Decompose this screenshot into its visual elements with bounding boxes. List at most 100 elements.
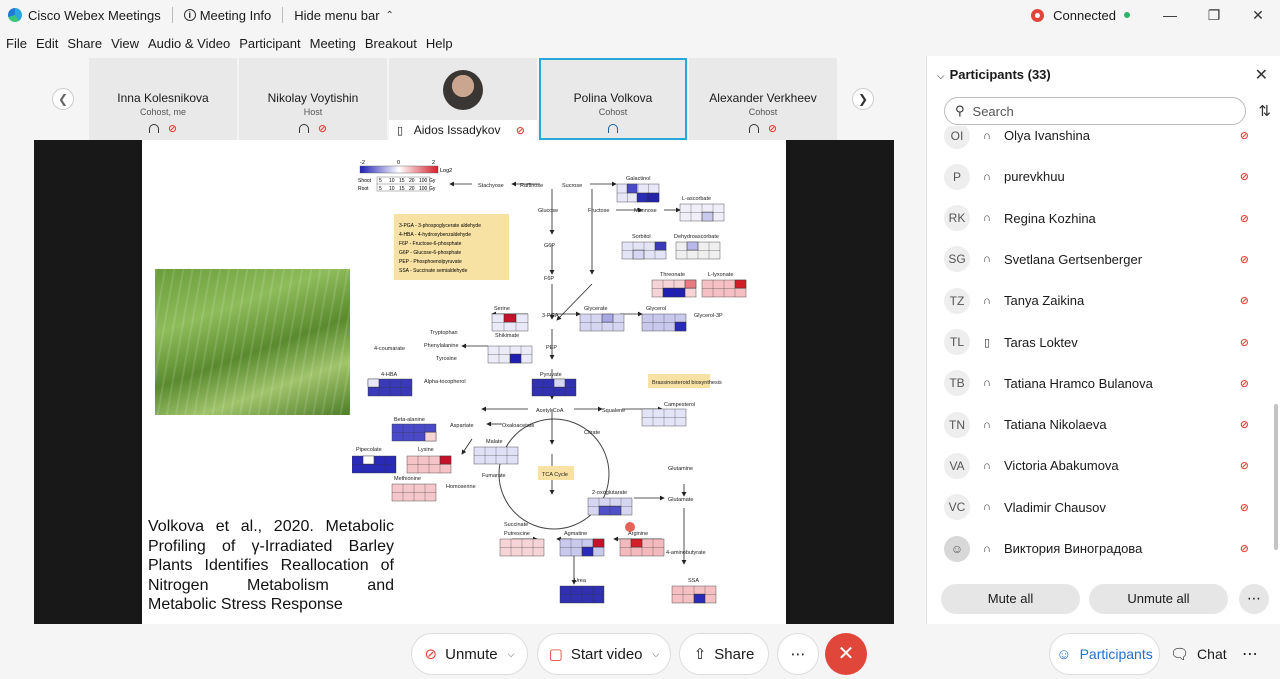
svg-text:Aspartate: Aspartate: [450, 423, 474, 429]
close-panel-button[interactable]: ✕: [1255, 65, 1268, 85]
start-video-button[interactable]: ▢ Start video ⌵: [537, 633, 671, 675]
chevron-down-icon[interactable]: ⌵: [652, 648, 660, 659]
chevron-down-icon: ⌵: [937, 71, 945, 82]
menu-file[interactable]: File: [6, 35, 27, 51]
mic-muted-icon[interactable]: ⊘: [1239, 212, 1249, 225]
participant-name: Taras Loktev: [1004, 334, 1078, 350]
close-window-button[interactable]: ✕: [1252, 6, 1264, 23]
video-strip: ❮ Inna Kolesnikova Cohost, me ⊘ Nikolay …: [0, 56, 926, 140]
svg-text:4-coumarate: 4-coumarate: [374, 346, 405, 352]
menu-audio-video[interactable]: Audio & Video: [148, 35, 231, 51]
svg-text:Galactinol: Galactinol: [626, 176, 650, 182]
svg-text:Lysine: Lysine: [418, 447, 434, 453]
participant-row[interactable]: ☺∩Виктория Виноградова⊘: [927, 528, 1273, 569]
participant-row[interactable]: TB∩Tatiana Hramco Bulanova⊘: [927, 363, 1273, 404]
slide-citation: Volkova et al., 2020. Metabolic Profilin…: [148, 518, 394, 613]
participant-name: Olya Ivanshina: [1004, 128, 1090, 143]
video-tile-alexander[interactable]: Alexander Verkheev Cohost ⊘: [689, 58, 837, 140]
video-tile-nikolay[interactable]: Nikolay Voytishin Host ⊘: [239, 58, 387, 140]
headset-icon: ∩: [983, 501, 991, 514]
video-tile-inna[interactable]: Inna Kolesnikova Cohost, me ⊘: [89, 58, 237, 140]
mic-muted-icon[interactable]: ⊘: [1239, 295, 1249, 308]
svg-text:Pyruvate: Pyruvate: [540, 372, 562, 378]
more-options-button[interactable]: ⋯: [777, 633, 819, 675]
person-avatar-icon: ☺: [944, 535, 970, 562]
mic-muted-icon[interactable]: ⊘: [1239, 130, 1249, 142]
letterbox-right: [786, 140, 894, 624]
svg-text:Fructose: Fructose: [588, 208, 609, 214]
participant-row[interactable]: VC∩Vladimir Chausov⊘: [927, 487, 1273, 528]
participants-button[interactable]: ☺ Participants: [1049, 633, 1160, 675]
sort-icon[interactable]: ⇅: [1258, 103, 1271, 120]
hide-menu-bar-button[interactable]: Hide menu bar ⌃: [294, 8, 394, 23]
strip-prev-button[interactable]: ❮: [52, 88, 74, 110]
menu-view[interactable]: View: [111, 35, 140, 51]
mic-muted-icon: ⊘: [515, 124, 526, 137]
participant-row[interactable]: VA∩Victoria Abakumova⊘: [927, 445, 1273, 486]
menu-participant[interactable]: Participant: [239, 35, 301, 51]
unmute-label: Unmute: [445, 645, 498, 663]
close-icon: ✕: [837, 643, 855, 665]
mic-muted-icon[interactable]: ⊘: [1239, 336, 1249, 349]
avatar: [443, 70, 483, 110]
participant-list-scrollbar[interactable]: [1274, 404, 1278, 550]
participant-row[interactable]: TL▯Taras Loktev⊘: [927, 322, 1273, 363]
video-tile-aidos[interactable]: ▯ Aidos Issadykov ⊘: [389, 58, 537, 140]
mic-muted-icon[interactable]: ⊘: [1239, 377, 1249, 390]
tile-role: Cohost: [748, 107, 778, 117]
menu-edit[interactable]: Edit: [35, 35, 59, 51]
panel-more-button[interactable]: ⋯: [1242, 633, 1258, 675]
chat-button[interactable]: 🗨 Chat: [1170, 633, 1227, 675]
restore-button[interactable]: ❐: [1207, 6, 1221, 23]
end-meeting-button[interactable]: ✕: [825, 633, 867, 675]
legend-dose-10-shoot: 10: [389, 178, 395, 184]
meeting-info-button[interactable]: i Meeting Info: [183, 8, 271, 23]
participant-row[interactable]: TN∩Tatiana Nikolaeva⊘: [927, 404, 1273, 445]
unmute-button[interactable]: ⊘ Unmute ⌵: [411, 633, 528, 675]
chat-label: Chat: [1197, 646, 1227, 662]
participant-more-button[interactable]: ⋯: [1239, 584, 1269, 614]
participants-panel-header[interactable]: ⌵Participants (33): [937, 67, 1051, 82]
menu-meeting[interactable]: Meeting: [309, 35, 356, 51]
participant-row[interactable]: TZ∩Tanya Zaikina⊘: [927, 280, 1273, 321]
strip-next-button[interactable]: ❯: [852, 88, 874, 110]
menu-breakout[interactable]: Breakout: [364, 35, 417, 51]
mic-muted-icon: ⊘: [424, 646, 438, 663]
participants-label: Participants: [1079, 646, 1153, 662]
mic-muted-icon[interactable]: ⊘: [1239, 419, 1249, 432]
video-off-icon: ▢: [548, 646, 563, 663]
svg-text:Sucrose: Sucrose: [562, 183, 582, 189]
mic-muted-icon[interactable]: ⊘: [1239, 460, 1249, 473]
minimize-button[interactable]: —: [1163, 7, 1177, 23]
tile-video-label: ▯ Aidos Issadykov ⊘: [389, 120, 537, 140]
mic-muted-icon[interactable]: ⊘: [1239, 501, 1249, 514]
tile-icons: ⊘: [689, 122, 837, 135]
avatar: TB: [944, 370, 970, 397]
tile-icons: ⊘: [239, 122, 387, 135]
speaking-headset-icon: [608, 123, 618, 133]
participant-row[interactable]: OI∩Olya Ivanshina⊘: [927, 126, 1273, 156]
svg-text:Glucose: Glucose: [538, 208, 558, 214]
tile-role: Host: [303, 107, 323, 117]
connection-status[interactable]: Connected: [1053, 7, 1116, 23]
abbrev-4: PEP - Phosphoenolpyruvate: [399, 259, 462, 265]
participant-name: Tatiana Hramco Bulanova: [1004, 375, 1153, 391]
mic-muted-icon[interactable]: ⊘: [1239, 171, 1249, 184]
share-button[interactable]: ⇧ Share: [679, 633, 769, 675]
unmute-all-button[interactable]: Unmute all: [1089, 584, 1228, 614]
participant-row[interactable]: SG∩Svetlana Gertsenberger⊘: [927, 239, 1273, 280]
menu-share[interactable]: Share: [67, 35, 103, 51]
participant-search-input[interactable]: ⚲ Search: [944, 97, 1246, 125]
mic-muted-icon[interactable]: ⊘: [1239, 253, 1249, 266]
mute-all-button[interactable]: Mute all: [941, 584, 1080, 614]
menu-help[interactable]: Help: [425, 35, 453, 51]
mic-muted-icon[interactable]: ⊘: [1239, 543, 1249, 555]
video-tile-polina[interactable]: Polina Volkova Cohost: [539, 58, 687, 140]
participant-row[interactable]: P∩purevkhuu⊘: [927, 156, 1273, 197]
chevron-down-icon[interactable]: ⌵: [507, 648, 515, 659]
tile-icons: ⊘: [89, 122, 237, 135]
headset-icon: [148, 124, 159, 133]
participant-row[interactable]: RK∩Regina Kozhina⊘: [927, 198, 1273, 239]
mic-muted-icon: ⊘: [317, 123, 328, 135]
